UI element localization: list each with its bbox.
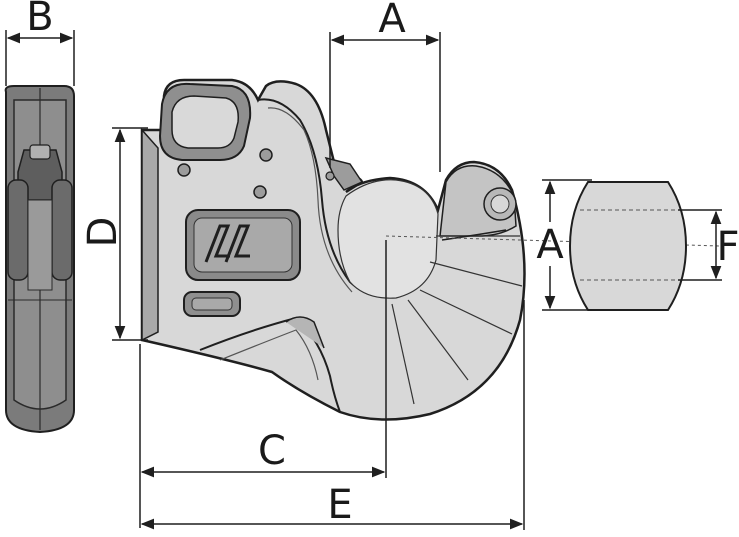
ball-view — [568, 181, 688, 311]
label-a-ball: A — [536, 222, 564, 268]
dimension-e: E — [140, 300, 525, 530]
dimension-a-ball: A — [536, 179, 592, 311]
label-d: D — [80, 217, 126, 248]
dimension-b: B — [5, 0, 75, 86]
dimension-d: D — [80, 127, 148, 341]
dimension-a-top: A — [329, 0, 441, 172]
label-a-top: A — [378, 0, 406, 42]
ball-seat — [337, 179, 439, 299]
dimension-c: C — [139, 240, 387, 528]
ball-shape — [568, 181, 688, 311]
label-e: E — [327, 482, 352, 528]
hook-main-view — [140, 78, 526, 421]
label-c: C — [258, 428, 286, 474]
label-f: F — [716, 224, 739, 270]
logo-glyph — [204, 224, 251, 263]
hook-side-view — [4, 85, 75, 434]
dimension-f: F — [678, 209, 739, 281]
label-b: B — [26, 0, 53, 40]
